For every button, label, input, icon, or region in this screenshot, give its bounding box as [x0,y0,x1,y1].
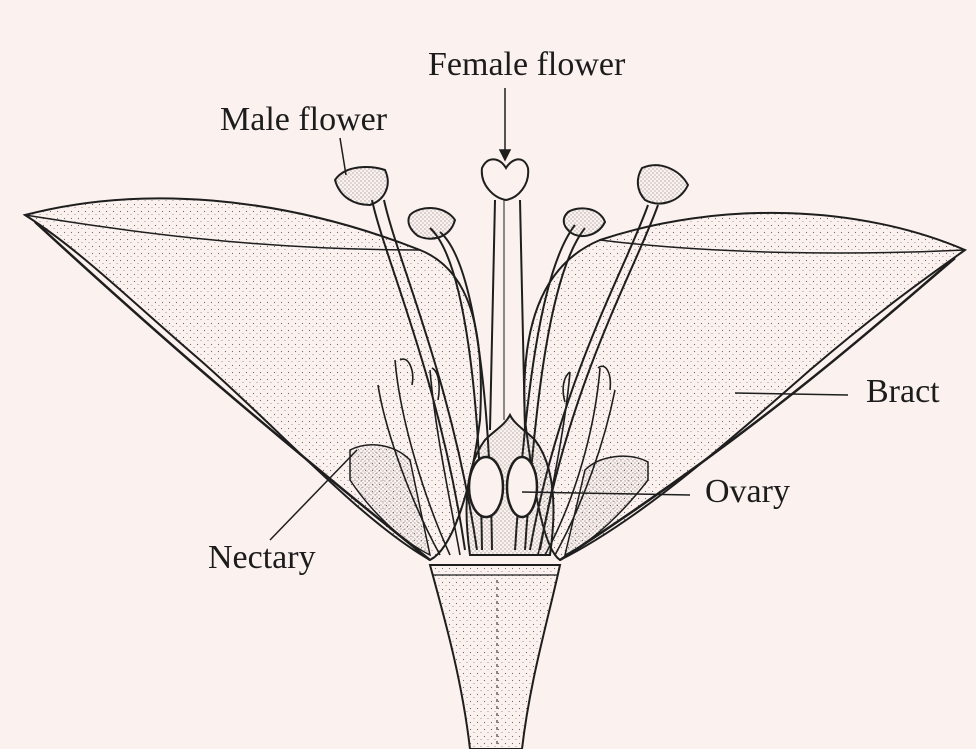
label-bract: Bract [866,375,940,409]
stem [430,565,560,749]
label-female-flower: Female flower [428,48,625,82]
label-nectary: Nectary [208,541,316,575]
label-male-flower: Male flower [220,103,387,137]
label-ovary: Ovary [705,475,790,509]
leader-male-flower [340,138,346,175]
